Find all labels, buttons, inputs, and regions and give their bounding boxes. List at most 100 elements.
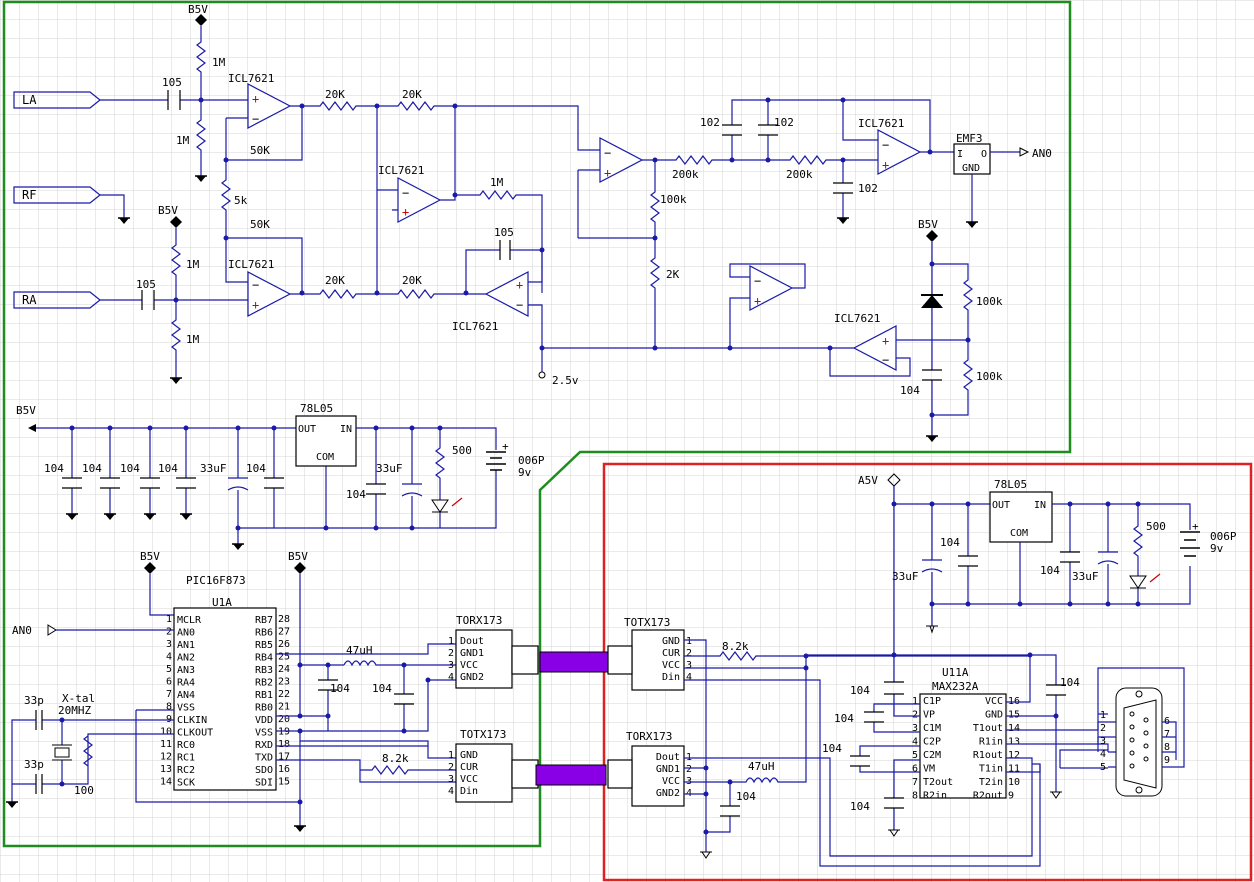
pic-pin-name: AN0 [177, 628, 195, 639]
left-power-supply: B5V 104 104 104 104 33uF 104 [16, 402, 545, 551]
battery-left-label: 006P [518, 454, 545, 467]
max232-pin-name: T2out [923, 777, 953, 788]
max232-pin-name: R2out [973, 791, 1003, 802]
module-pin-number: 3 [448, 660, 454, 671]
pic-part-label: PIC16F873 [186, 574, 246, 587]
c-104-pic-2-label: 104 [372, 682, 392, 695]
module-pin-number: 4 [686, 672, 692, 683]
pic-pin-name: RB2 [255, 678, 273, 689]
r-200k-1-label: 200k [672, 168, 699, 181]
pic-pin-number: 2 [166, 627, 172, 638]
la-connector [13, 91, 101, 109]
c-102-c-label: 102 [858, 182, 878, 195]
max232-pin-number: 6 [912, 764, 918, 775]
pic-pin-number: 17 [278, 752, 290, 763]
torx-left-part: TORX173 [456, 614, 502, 627]
b5v-rail-label-2: B5V [158, 204, 178, 217]
pic-pin-number: 5 [166, 664, 172, 675]
c-33u-r1-label: 33uF [892, 570, 919, 583]
c-la-label: 105 [162, 76, 182, 89]
pic-pin-number: 8 [166, 702, 172, 713]
db9-pin-number: 3 [1100, 736, 1106, 747]
max232-pin-number: 1 [912, 696, 918, 707]
module-pin-name: GND [662, 636, 680, 647]
totx-right-part: TOTX173 [624, 616, 670, 629]
r-100k-b-label: 100k [976, 370, 1003, 383]
c-104-r2-label: 104 [1040, 564, 1060, 577]
max232-pin-name: VM [923, 764, 935, 775]
db9-pin [1129, 763, 1135, 769]
max232-pin-number: 9 [1008, 791, 1014, 802]
module-pin-number: 2 [448, 648, 454, 659]
max232-chip [919, 693, 1007, 799]
r-1m-int-label: 1M [490, 176, 504, 189]
db9-pin-number: 5 [1100, 762, 1106, 773]
c-104-r1-label: 104 [940, 536, 960, 549]
max232-pin-number: 3 [912, 723, 918, 734]
pic-pin-name: RC0 [177, 740, 195, 751]
pic-pin-name: RC2 [177, 765, 195, 776]
xtal-frequency-label: 20MHZ [58, 704, 91, 717]
db9-pin-number: 4 [1100, 749, 1106, 760]
opamp-u6-label: ICL7621 [858, 117, 904, 130]
pic-pin-name: RB3 [255, 665, 273, 676]
r-20k-2-label: 20K [402, 88, 422, 101]
pic-pin-name: RC1 [177, 753, 195, 764]
pic-pin-number: 27 [278, 627, 290, 638]
db9-pin [1129, 737, 1135, 743]
db9-pin-number: 9 [1164, 755, 1170, 766]
pic-pin-number: 12 [160, 752, 172, 763]
b5v-rail-label-6: B5V [288, 550, 308, 563]
r-ra-bot-label: 1M [186, 333, 200, 346]
opamp-minus-icon: − [402, 186, 409, 200]
opamp-minus-icon: − [754, 274, 761, 288]
module-pin-name: VCC [662, 776, 680, 787]
c-33u-1-label: 33uF [200, 462, 227, 475]
module-pin-name: GND [460, 750, 478, 761]
c-104-1-label: 104 [44, 462, 64, 475]
module-pin-name: GND2 [656, 788, 680, 799]
opamp-u4 [484, 271, 529, 317]
totx173-left [455, 743, 513, 803]
pic-pin-name: TXD [255, 753, 273, 764]
db9-pin [1143, 743, 1149, 749]
battery-right-label: 006P [1210, 530, 1237, 543]
r-la-bot-label: 1M [176, 134, 190, 147]
opamp-u3-label: ICL7621 [378, 164, 424, 177]
pic-pin-name: RB4 [255, 653, 273, 664]
max232-pin-number: 2 [912, 710, 918, 721]
rf-connector [13, 186, 101, 204]
r-gain-label: 5k [234, 194, 248, 207]
module-pin-name: Dout [656, 752, 680, 763]
pic-pin-name: RXD [255, 740, 273, 751]
c-33u-r2-label: 33uF [1072, 570, 1099, 583]
r-500-left-label: 500 [452, 444, 472, 457]
emf3-label: EMF3 [956, 132, 983, 145]
b5v-rail-label-4: B5V [16, 404, 36, 417]
pic-pin-number: 11 [160, 739, 172, 750]
module-pin-name: CUR [460, 762, 479, 773]
opamp-u6 [877, 129, 922, 175]
la-label: LA [22, 93, 37, 107]
pic-pin-name: MCLR [177, 615, 202, 626]
an0-output-label: AN0 [1032, 147, 1052, 160]
pic-pin-name: SDO [255, 765, 273, 776]
db9-pin [1143, 717, 1149, 723]
max232-pin-name: C2M [923, 750, 941, 761]
c-102-b-label: 102 [774, 116, 794, 129]
pic-pin-number: 23 [278, 677, 290, 688]
a5v-rail-label: A5V [858, 474, 878, 487]
pic-pin-number: 24 [278, 664, 290, 675]
b5v-rail-label-1: B5V [188, 3, 208, 16]
fiber-connector-icon [607, 759, 633, 789]
r-500-right-label: 500 [1146, 520, 1166, 533]
max232-pin-number: 13 [1008, 737, 1020, 748]
r-8k2-left-label: 8.2k [382, 752, 409, 765]
pic-pin-number: 22 [278, 689, 290, 700]
pic-pin-number: 6 [166, 677, 172, 688]
db9-pin [1129, 711, 1135, 717]
pic-ref-label: U1A [212, 596, 232, 609]
c-104-pic-1-label: 104 [330, 682, 350, 695]
c-xtal-2-label: 33p [24, 758, 44, 771]
